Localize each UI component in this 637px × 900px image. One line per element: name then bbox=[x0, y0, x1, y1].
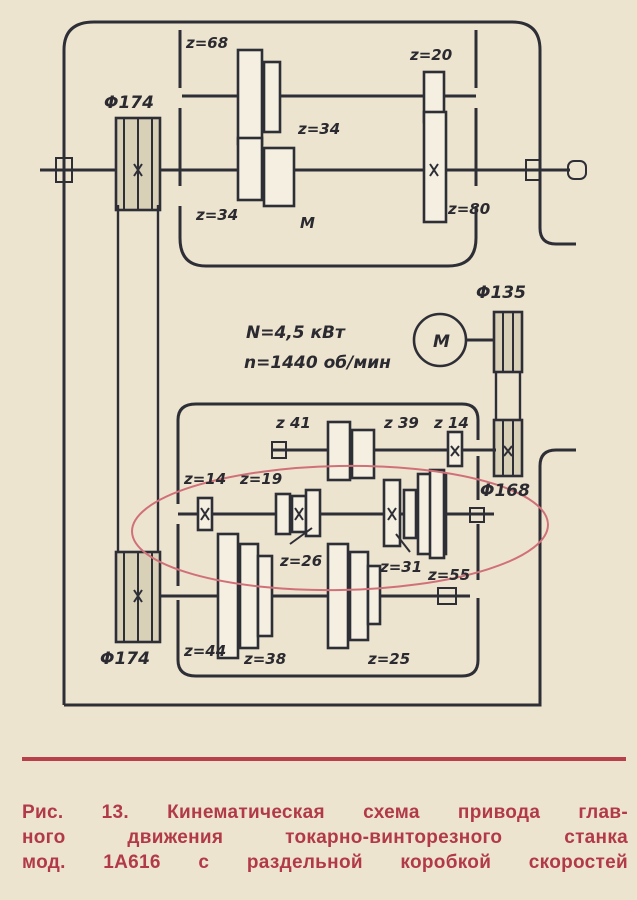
figure-caption: Рис. 13. Кинематическая схема привода гл… bbox=[22, 800, 628, 875]
machine-frame bbox=[62, 20, 576, 705]
spindle-left-bearing bbox=[55, 157, 73, 183]
label-z25: z=25 bbox=[367, 650, 410, 668]
gear-z25 bbox=[326, 542, 350, 650]
caption-line-1: Рис. 13. Кинематическая схема привода гл… bbox=[22, 802, 628, 823]
gear-z68 bbox=[236, 48, 264, 146]
gearbox-housing bbox=[176, 402, 480, 678]
gear-z38 bbox=[238, 542, 260, 650]
label-d174-top: Φ174 bbox=[104, 93, 154, 113]
gear-z41 bbox=[326, 420, 352, 482]
gear-z39 bbox=[350, 428, 376, 480]
label-z41: z 41 bbox=[275, 414, 311, 432]
clutch-m bbox=[262, 146, 296, 208]
spindle-nose bbox=[567, 160, 587, 180]
label-z20: z=20 bbox=[409, 46, 452, 64]
gear-z34-lower bbox=[236, 136, 264, 202]
spindle-right-bearing bbox=[525, 159, 541, 181]
label-z39: z 39 bbox=[383, 414, 419, 432]
label-z14-left: z=14 bbox=[183, 470, 226, 488]
caption-separator bbox=[22, 757, 626, 761]
label-z68: z=68 bbox=[185, 34, 228, 52]
headstock-housing bbox=[178, 30, 478, 268]
label-z44: z=44 bbox=[183, 642, 226, 660]
label-z34-top: z=34 bbox=[297, 120, 340, 138]
label-d174-bottom: Φ174 bbox=[100, 649, 150, 669]
label-d135: Φ135 bbox=[476, 283, 526, 303]
label-z38: z=38 bbox=[243, 650, 286, 668]
gear-z44 bbox=[216, 532, 240, 660]
gear-z14-top bbox=[446, 430, 464, 468]
label-z55: z=55 bbox=[427, 566, 470, 584]
kinematic-diagram: z=68 z=20 z=34 Φ174 z=34 M z=80 Φ135 M N… bbox=[40, 20, 587, 707]
label-power: N=4,5 кВт bbox=[246, 323, 346, 343]
label-speed: n=1440 об/мин bbox=[244, 353, 391, 373]
label-z31: z=31 bbox=[379, 558, 422, 576]
gear-z19 bbox=[274, 492, 292, 536]
machine-frame-right-lower bbox=[64, 448, 576, 707]
label-motor: M bbox=[433, 332, 450, 352]
caption-line-2: ного движения токарно-винторезного станк… bbox=[22, 827, 628, 848]
caption-line-3: мод. 1А616 с раздельной коробкой скорост… bbox=[22, 852, 628, 873]
gear-z34-upper bbox=[262, 60, 282, 134]
label-m-clutch: M bbox=[300, 214, 315, 232]
label-z80: z=80 bbox=[447, 200, 490, 218]
highlight-ellipse bbox=[131, 464, 549, 592]
label-z34-left: z=34 bbox=[195, 206, 238, 224]
label-z14-top: z 14 bbox=[433, 414, 469, 432]
pulley-d135 bbox=[492, 310, 524, 374]
label-d168: Φ168 bbox=[480, 481, 530, 501]
label-z19: z=19 bbox=[239, 470, 282, 488]
pulley-d168 bbox=[492, 418, 524, 478]
label-z26: z=26 bbox=[279, 552, 322, 570]
